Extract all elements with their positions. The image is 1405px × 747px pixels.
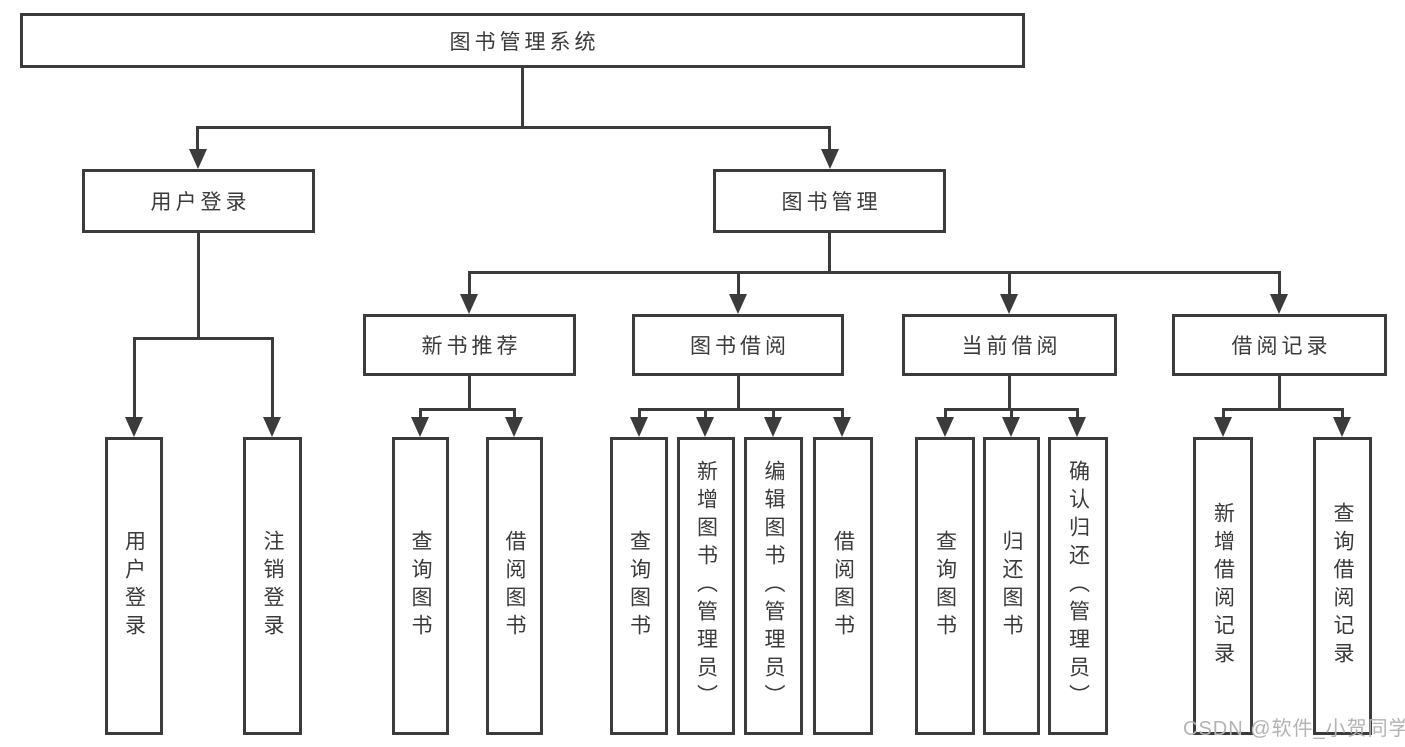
edge-book-borrow-stub — [737, 376, 740, 408]
leaf-confirm-return: 确认归还（管理员） — [1048, 437, 1108, 735]
node-user-login-label: 用户登录 — [150, 191, 251, 214]
arrow-down-icon — [411, 417, 429, 437]
leaf-query-book-2: 查询图书 — [610, 437, 668, 735]
edge-stem — [638, 408, 641, 421]
edge-new-book-rec-split — [419, 408, 516, 411]
leaf-logout: 注销登录 — [243, 437, 302, 735]
edge-book-mgmt-stub — [828, 233, 831, 271]
arrow-down-icon — [630, 417, 648, 437]
arrow-down-icon — [505, 417, 523, 437]
edge-to-book-mgmt-stem — [828, 126, 831, 152]
node-root-label: 图书管理系统 — [449, 30, 600, 54]
leaf-borrow-book-1-label: 借阅图书 — [503, 530, 526, 642]
edge-stem — [841, 408, 844, 421]
edge-stem — [772, 408, 775, 421]
leaf-user-login: 用户登录 — [105, 437, 163, 735]
edge-stem — [1076, 408, 1079, 421]
arrow-down-icon — [1002, 417, 1020, 437]
arrow-down-icon — [696, 417, 714, 437]
edge-root-stub — [521, 68, 524, 126]
edge-book-borrow-split — [638, 408, 844, 411]
arrow-down-icon — [125, 417, 143, 437]
edge-to-leaf-logout-stem — [271, 337, 274, 421]
edge-user-login-split — [133, 337, 274, 340]
leaf-add-book: 新增图书（管理员） — [677, 437, 735, 735]
leaf-add-record-label: 新增借阅记录 — [1211, 502, 1235, 670]
leaf-logout-label: 注销登录 — [261, 530, 284, 642]
edge-stem — [944, 408, 947, 421]
edge-current-borrow-stub — [1008, 376, 1011, 408]
leaf-query-record-label: 查询借阅记录 — [1331, 502, 1354, 670]
leaf-query-book-1: 查询图书 — [392, 437, 449, 735]
edge-new-book-rec-stub — [468, 376, 471, 408]
node-borrow-record: 借阅记录 — [1172, 314, 1387, 376]
leaf-confirm-return-label: 确认归还（管理员） — [1066, 460, 1090, 712]
edge-stem — [513, 408, 516, 421]
edge-to-book-borrow-stem — [737, 271, 740, 296]
edge-root-split — [197, 126, 831, 129]
node-book-mgmt: 图书管理 — [713, 169, 946, 233]
leaf-add-book-label: 新增图书（管理员） — [694, 460, 718, 712]
leaf-query-book-1-label: 查询图书 — [409, 530, 432, 642]
leaf-user-login-label: 用户登录 — [122, 530, 146, 642]
arrow-down-icon — [1000, 294, 1018, 314]
arrow-down-icon — [764, 417, 782, 437]
leaf-borrow-book-2-label: 借阅图书 — [831, 530, 855, 642]
watermark: CSDN @软件_小贺同学 — [1183, 718, 1405, 740]
node-current-borrow-label: 当前借阅 — [961, 335, 1062, 358]
arrow-down-icon — [460, 294, 478, 314]
edge-stem — [419, 408, 422, 421]
leaf-edit-book: 编辑图书（管理员） — [744, 437, 803, 735]
arrow-down-icon — [189, 149, 207, 169]
leaf-query-record: 查询借阅记录 — [1313, 437, 1372, 735]
arrow-down-icon — [1068, 417, 1086, 437]
edge-to-new-book-rec-stem — [468, 271, 471, 296]
leaf-query-book-2-label: 查询图书 — [627, 530, 651, 642]
leaf-query-book-3: 查询图书 — [915, 437, 975, 735]
edge-to-current-borrow-stem — [1008, 271, 1011, 296]
leaf-borrow-book-2: 借阅图书 — [813, 437, 873, 735]
node-user-login: 用户登录 — [82, 169, 315, 233]
edge-stem — [1341, 408, 1344, 421]
arrow-down-icon — [936, 417, 954, 437]
edge-to-leaf-user-login-stem — [133, 337, 136, 421]
edge-stem — [1222, 408, 1225, 421]
node-book-borrow-label: 图书借阅 — [690, 335, 790, 358]
node-book-borrow: 图书借阅 — [632, 314, 844, 376]
arrow-down-icon — [1270, 294, 1288, 314]
arrow-down-icon — [833, 417, 851, 437]
edge-stem — [704, 408, 707, 421]
node-root: 图书管理系统 — [20, 13, 1025, 68]
node-current-borrow: 当前借阅 — [902, 314, 1117, 376]
edge-to-borrow-record-stem — [1278, 271, 1281, 296]
leaf-add-record: 新增借阅记录 — [1193, 437, 1253, 735]
edge-stem — [1010, 408, 1013, 421]
leaf-return-book: 归还图书 — [983, 437, 1040, 735]
leaf-edit-book-label: 编辑图书（管理员） — [762, 460, 785, 712]
arrow-down-icon — [1214, 417, 1232, 437]
edge-book-mgmt-split — [468, 271, 1280, 274]
arrow-down-icon — [263, 417, 281, 437]
node-new-book-rec: 新书推荐 — [363, 314, 576, 376]
node-book-mgmt-label: 图书管理 — [781, 191, 882, 214]
edge-borrow-record-split — [1222, 408, 1343, 411]
edge-user-login-stub — [197, 233, 200, 337]
node-borrow-record-label: 借阅记录 — [1231, 335, 1332, 358]
arrow-down-icon — [821, 149, 839, 169]
leaf-return-book-label: 归还图书 — [1000, 530, 1023, 642]
leaf-borrow-book-1: 借阅图书 — [486, 437, 543, 735]
edge-to-user-login-stem — [196, 126, 199, 152]
edge-borrow-record-stub — [1278, 376, 1281, 408]
leaf-query-book-3-label: 查询图书 — [933, 530, 957, 642]
arrow-down-icon — [1333, 417, 1351, 437]
node-new-book-rec-label: 新书推荐 — [421, 335, 522, 358]
arrow-down-icon — [729, 294, 747, 314]
